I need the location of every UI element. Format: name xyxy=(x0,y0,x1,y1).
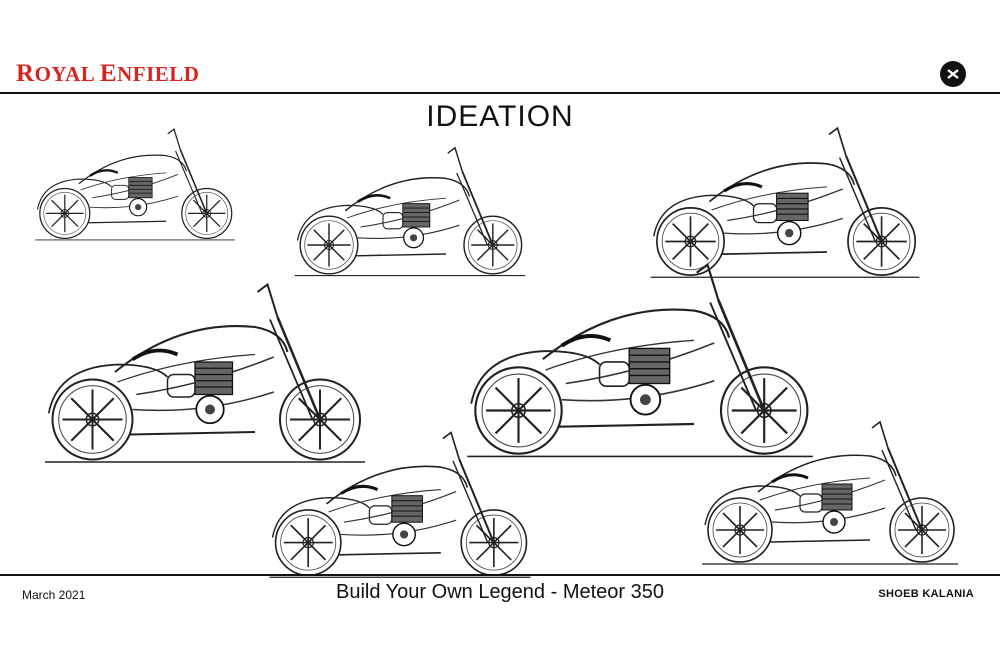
sk-monogram-icon xyxy=(940,61,966,87)
brand-logo-letter-r: R xyxy=(16,60,35,87)
brand-logo-letter-e: E xyxy=(99,60,118,87)
brand-logo: ROYAL ENFIELD xyxy=(16,60,199,88)
brand-logo-text-2: NFIELD xyxy=(117,62,200,86)
footer-author: SHOEB KALANIA xyxy=(878,588,974,600)
sketch-cruiser-7 xyxy=(700,420,960,566)
brand-logo-text-1: OYAL xyxy=(34,62,100,86)
sketch-cruiser-4 xyxy=(43,282,367,464)
page-title: IDEATION xyxy=(426,100,574,133)
sketch-cruiser-1 xyxy=(33,127,237,242)
sketch-cruiser-5 xyxy=(467,265,813,457)
header-divider xyxy=(0,92,1000,94)
footer-date: March 2021 xyxy=(22,588,86,602)
sketch-cruiser-3 xyxy=(649,126,921,279)
sketch-cruiser-2 xyxy=(293,146,527,277)
footer-project-title: Build Your Own Legend - Meteor 350 xyxy=(336,581,664,603)
footer-divider xyxy=(0,574,1000,576)
sketch-cruiser-6 xyxy=(267,430,533,579)
